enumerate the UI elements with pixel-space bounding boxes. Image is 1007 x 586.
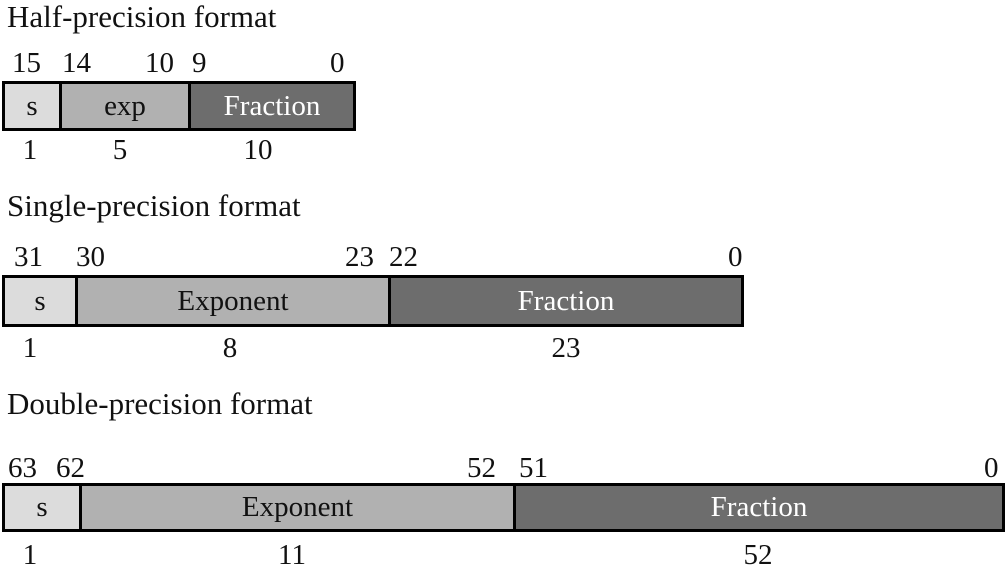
bit-width-label: 11	[278, 539, 306, 571]
bit-width-label: 52	[743, 539, 773, 571]
bit-position-label: 63	[8, 452, 37, 484]
bit-position-label: 14	[62, 47, 91, 79]
sign-field: s	[5, 486, 79, 529]
bit-position-label: 22	[389, 241, 418, 273]
bit-position-label: 31	[14, 241, 43, 273]
fraction-field-label: Fraction	[223, 89, 321, 122]
bit-position-label: 52	[467, 452, 496, 484]
bit-width-label: 5	[112, 134, 128, 166]
fraction-field: Fraction	[188, 84, 353, 128]
bit-position-label: 0	[984, 452, 999, 484]
bit-position-label: 0	[330, 47, 345, 79]
exponent-field: Exponent	[79, 486, 513, 529]
sign-field-label: s	[26, 89, 38, 122]
bit-position-label: 9	[192, 47, 207, 79]
half-precision-title: Half-precision format	[7, 0, 277, 34]
bit-width-label: 1	[22, 332, 38, 364]
bit-position-label: 51	[519, 452, 548, 484]
exponent-field-label: Exponent	[241, 491, 354, 523]
bit-position-label: 0	[728, 241, 743, 273]
fraction-field-label: Fraction	[710, 491, 808, 523]
bit-width-label: 23	[551, 332, 581, 364]
exponent-field: Exponent	[75, 278, 388, 324]
half-precision-bitbox: s exp Fraction	[2, 81, 356, 131]
single-precision-bitbox: s Exponent Fraction	[2, 275, 744, 327]
sign-field-label: s	[34, 284, 46, 317]
bit-position-label: 62	[56, 452, 85, 484]
bit-position-label: 15	[12, 47, 41, 79]
fraction-field: Fraction	[513, 486, 1002, 529]
sign-field: s	[5, 84, 59, 128]
sign-field-label: s	[36, 491, 48, 523]
bit-width-label: 8	[222, 332, 238, 364]
bit-width-label: 1	[22, 539, 38, 571]
double-precision-title: Double-precision format	[7, 386, 313, 421]
exponent-field-label: exp	[104, 89, 146, 122]
double-precision-bitbox: s Exponent Fraction	[2, 483, 1005, 532]
bit-width-label: 10	[243, 134, 273, 166]
bit-position-label: 23	[345, 241, 374, 273]
sign-field: s	[5, 278, 75, 324]
bit-width-label: 1	[22, 134, 38, 166]
single-precision-title: Single-precision format	[7, 188, 301, 223]
exponent-field: exp	[59, 84, 188, 128]
fraction-field: Fraction	[388, 278, 741, 324]
bit-position-label: 30	[76, 241, 105, 273]
fraction-field-label: Fraction	[517, 284, 615, 317]
exponent-field-label: Exponent	[177, 284, 289, 317]
bit-position-label: 10	[145, 47, 174, 79]
